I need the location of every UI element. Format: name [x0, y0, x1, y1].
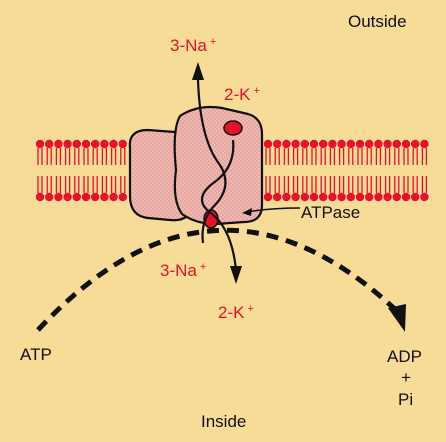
- lipid-head: [309, 139, 319, 149]
- atpase-right-subunit: [173, 105, 264, 226]
- atpase-pointer: [242, 207, 301, 216]
- atp-hydrolysis-arrow: [36, 227, 406, 332]
- sodium-outside-text: 3-Na: [170, 36, 207, 55]
- ion-pathways: [192, 62, 242, 284]
- lipid-head: [319, 139, 328, 149]
- sodium-inside-label: 3-Na+: [160, 261, 206, 280]
- lipid-head: [35, 139, 45, 149]
- lipid-head: [273, 139, 282, 149]
- lipid-head: [54, 139, 63, 149]
- lipid-head: [72, 139, 82, 149]
- lipid-head: [72, 192, 82, 202]
- lipid-head: [319, 192, 328, 202]
- sodium-outside-label: 3-Na+: [170, 36, 216, 55]
- lipid-head: [300, 192, 309, 202]
- lipid-head: [263, 139, 273, 149]
- lipid-head: [282, 139, 291, 149]
- lipid-head: [109, 192, 118, 202]
- outside-label: Outside: [348, 12, 407, 31]
- lipid-head: [263, 192, 273, 202]
- sodium-inside-charge: +: [200, 261, 206, 273]
- atpase-label: ATPase: [301, 203, 360, 222]
- k-binding-site: [223, 120, 243, 136]
- potassium-entry-arrow: [230, 266, 242, 284]
- lipid-head: [91, 139, 100, 149]
- lipid-head: [63, 139, 72, 149]
- sodium-pathway: [196, 79, 227, 244]
- lipid-head: [100, 139, 109, 149]
- lipid-head: [273, 192, 282, 202]
- lipid-head: [100, 192, 109, 202]
- potassium-inside-text: 2-K: [218, 303, 245, 322]
- lipid-bilayer-left: [35, 139, 128, 202]
- lipid-head: [374, 192, 383, 202]
- lipid-head: [392, 139, 401, 149]
- pi-label: Pi: [398, 390, 413, 409]
- lipid-head: [337, 139, 346, 149]
- lipid-head: [365, 139, 374, 149]
- lipid-head: [346, 192, 355, 202]
- lipid-head: [337, 192, 346, 202]
- lipid-head: [45, 192, 54, 202]
- potassium-outside-charge: +: [253, 85, 259, 97]
- potassium-inside-charge: +: [247, 303, 253, 315]
- lipid-head: [91, 192, 100, 202]
- lipid-head: [118, 192, 128, 202]
- lipid-bilayer: [35, 139, 429, 202]
- lipid-head: [291, 192, 300, 202]
- plus-label: +: [401, 368, 411, 387]
- lipid-head: [355, 139, 365, 149]
- adp-label: ADP: [387, 347, 422, 366]
- lipid-head: [365, 192, 374, 202]
- lipid-head: [420, 192, 429, 202]
- lipid-head: [63, 192, 72, 202]
- lipid-head: [45, 139, 54, 149]
- inside-label: Inside: [201, 412, 246, 431]
- lipid-head: [81, 139, 91, 149]
- lipid-head: [355, 192, 365, 202]
- lipid-head: [35, 192, 45, 202]
- lipid-head: [300, 139, 309, 149]
- lipid-head: [401, 139, 411, 149]
- potassium-outside-label: 2-K+: [224, 85, 260, 104]
- atpase-protein: [128, 105, 264, 229]
- lipid-head: [383, 192, 392, 202]
- sodium-inside-text: 3-Na: [160, 261, 197, 280]
- lipid-head: [54, 192, 63, 202]
- sodium-exit-arrow: [192, 62, 204, 80]
- potassium-inside-label: 2-K+: [218, 303, 254, 322]
- lipid-head: [118, 139, 128, 149]
- atp-label: ATP: [20, 345, 52, 364]
- lipid-head: [374, 139, 383, 149]
- lipid-head: [420, 139, 429, 149]
- lipid-head: [328, 192, 337, 202]
- lipid-head: [346, 139, 355, 149]
- potassium-outside-text: 2-K: [224, 85, 251, 104]
- lipid-bilayer-right: [263, 139, 429, 202]
- lipid-head: [392, 192, 401, 202]
- lipid-head: [291, 139, 300, 149]
- lipid-head: [81, 192, 91, 202]
- lipid-head: [411, 192, 420, 202]
- lipid-head: [309, 192, 319, 202]
- lipid-head: [383, 139, 392, 149]
- sodium-outside-charge: +: [210, 36, 216, 48]
- lipid-head: [282, 192, 291, 202]
- potassium-pathway: [200, 139, 238, 271]
- lipid-head: [328, 139, 337, 149]
- lipid-head: [109, 139, 118, 149]
- lipid-head: [411, 139, 420, 149]
- lipid-head: [401, 192, 411, 202]
